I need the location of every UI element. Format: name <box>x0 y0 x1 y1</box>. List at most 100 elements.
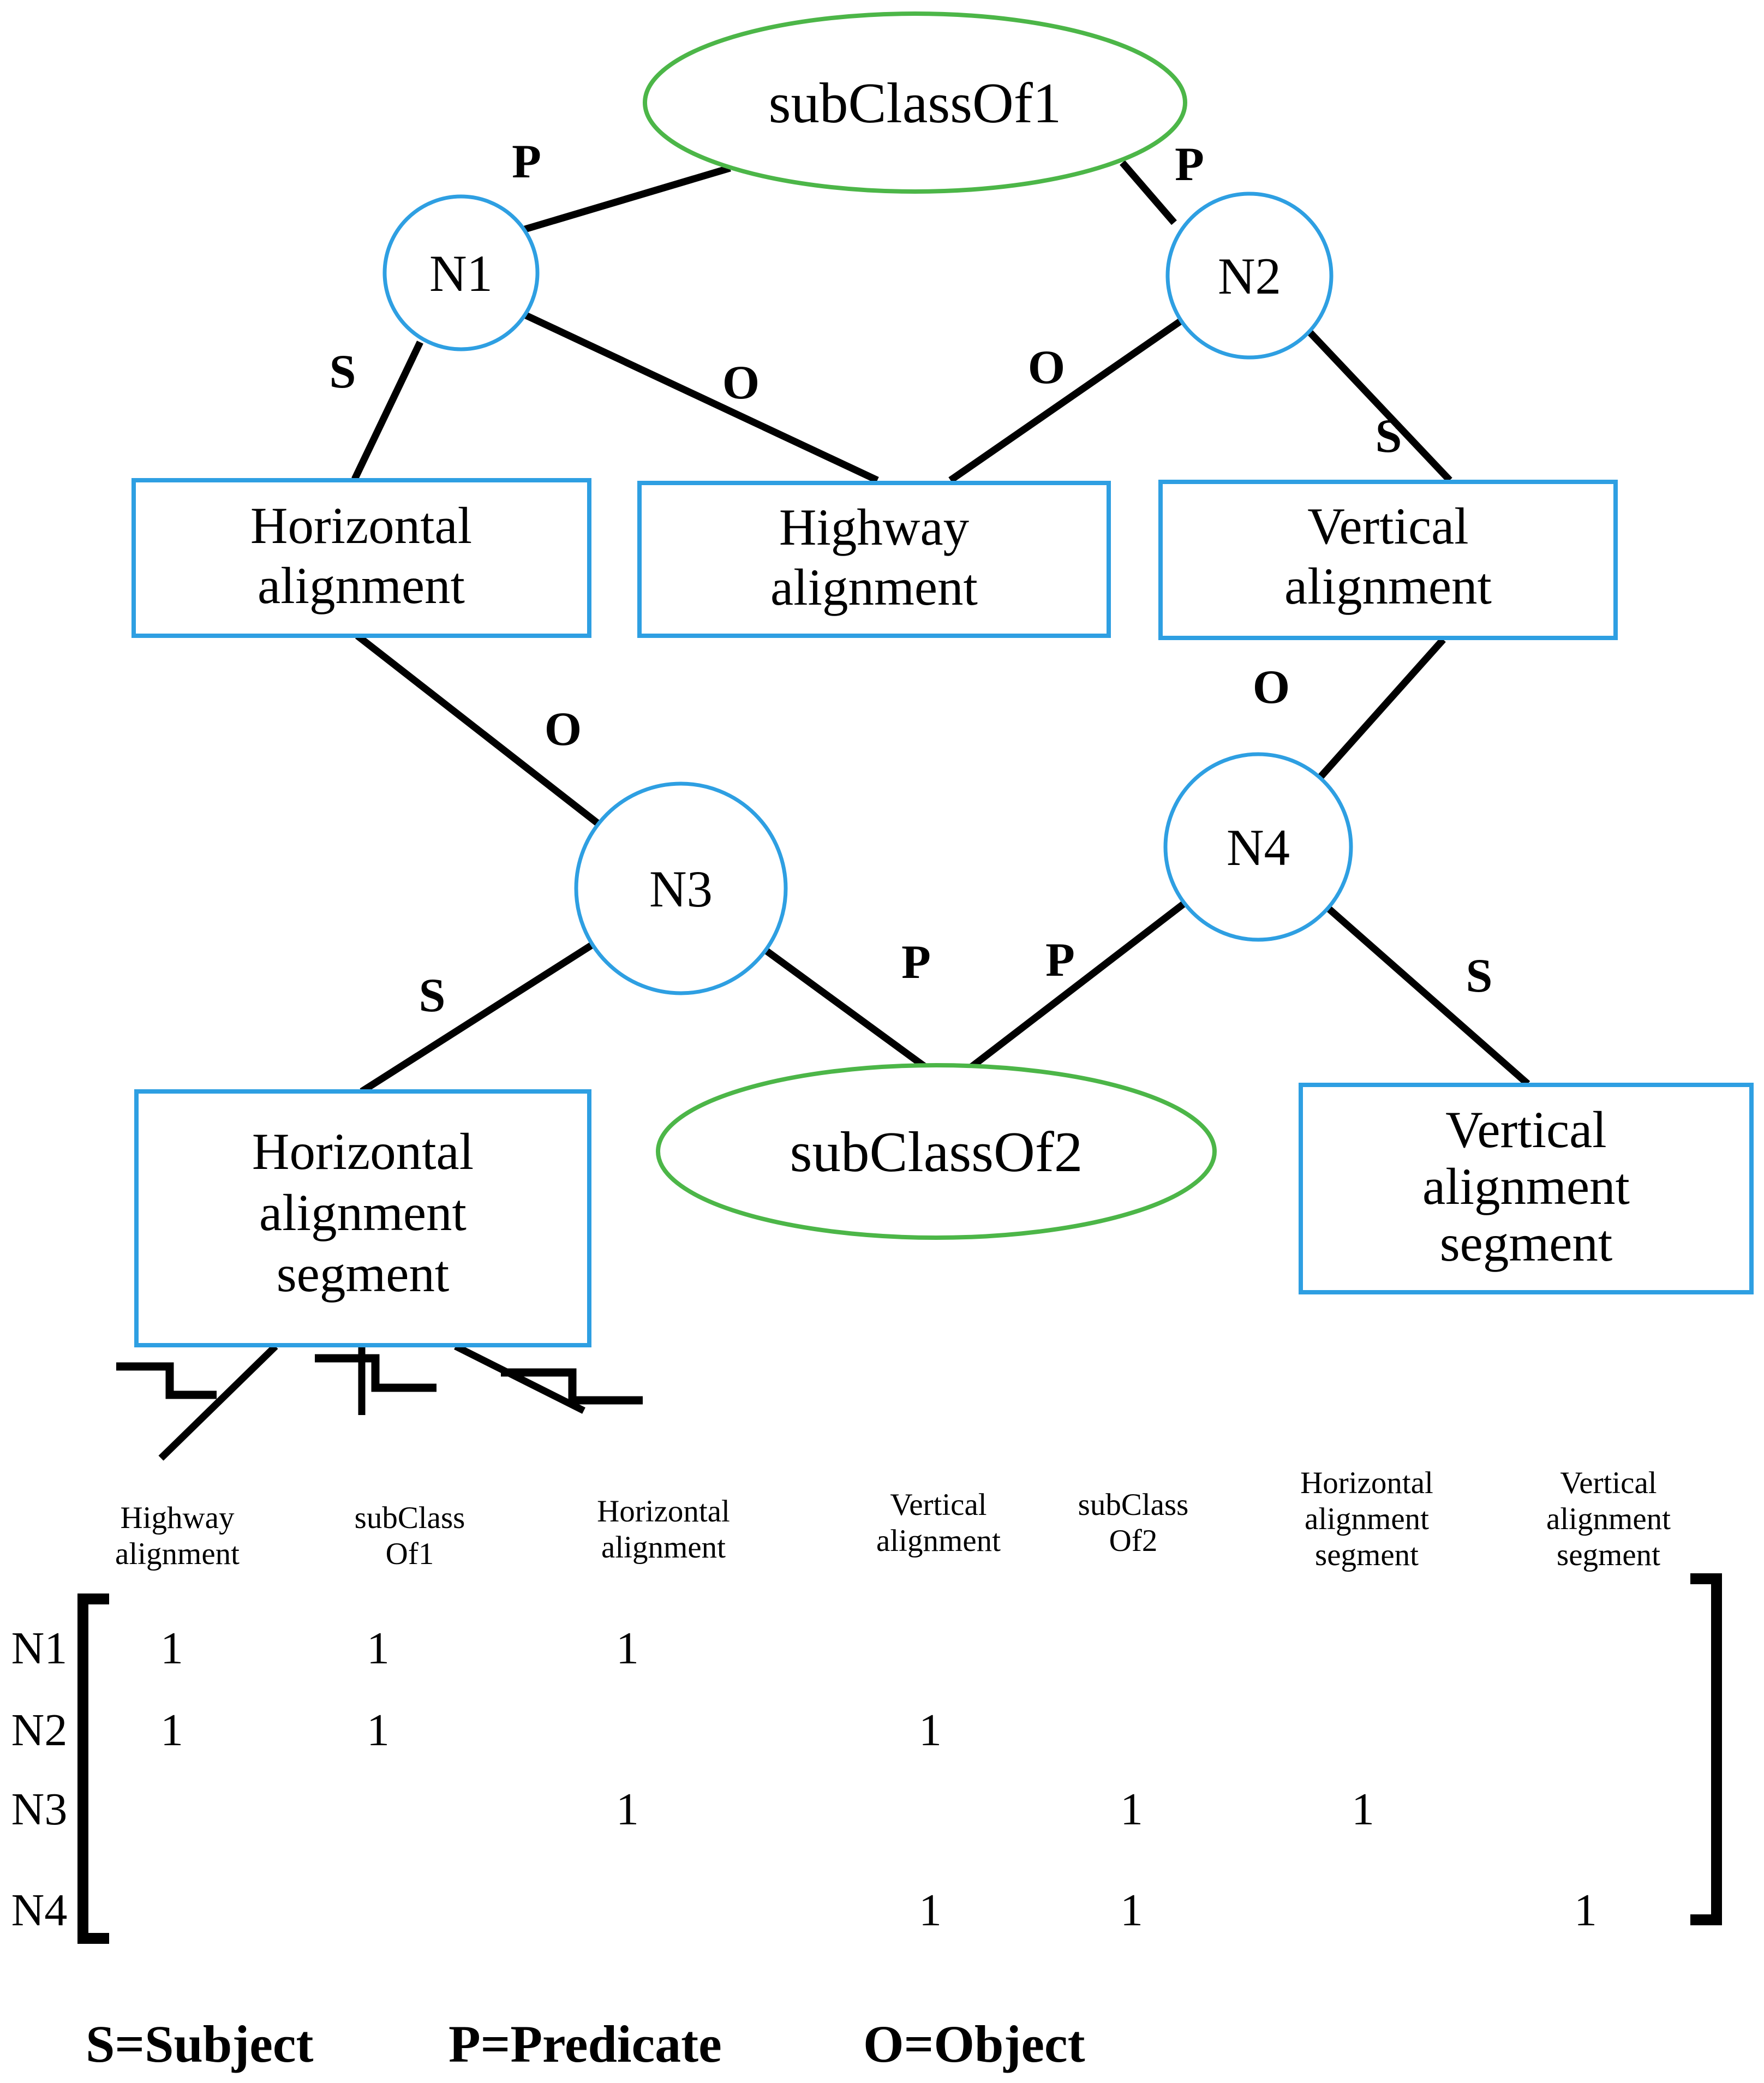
cell-n3-horizontal: 1 <box>616 1784 639 1835</box>
vertical-alignment-line2: alignment <box>1284 557 1492 615</box>
cell-n3-subclassof2: 1 <box>1120 1784 1143 1835</box>
edge-horizontal-alignment-n3 <box>355 632 600 827</box>
col2-line2: Of1 <box>386 1537 434 1571</box>
col4-line1: Vertical <box>890 1488 986 1522</box>
edge-n1-highway-alignment <box>523 312 879 484</box>
col7-line3: segment <box>1557 1538 1660 1572</box>
sketch-connector-left <box>158 1344 278 1461</box>
col7-line2: alignment <box>1546 1502 1671 1536</box>
s-label-n4: S <box>1466 950 1493 1002</box>
s-label-n1: S <box>330 345 356 398</box>
row-label-n1: N1 <box>11 1623 68 1674</box>
graph-edges <box>351 160 1530 1095</box>
col6-line2: alignment <box>1305 1502 1429 1536</box>
node-n1-circle <box>382 194 540 351</box>
legend-predicate: P=Predicate <box>449 2015 722 2073</box>
row-label-n4: N4 <box>11 1885 68 1936</box>
subclassof1-label: subClassOf1 <box>769 71 1062 135</box>
legend-object: O=Object <box>863 2015 1085 2073</box>
col7-line1: Vertical <box>1560 1466 1657 1500</box>
edge-n3-horizontal-alignment-segment <box>360 940 596 1095</box>
cell-n4-vertical: 1 <box>919 1885 942 1936</box>
subclassof2-ellipse <box>656 1063 1217 1240</box>
node-n1-label: N1 <box>429 244 493 302</box>
matrix-right-bracket <box>1690 1573 1722 1925</box>
o-label-n2: O <box>1028 341 1065 394</box>
p-label-n3: P <box>901 936 931 989</box>
highway-alignment-box <box>637 481 1111 638</box>
col3-line2: alignment <box>601 1530 726 1565</box>
edge-n1-horizontal-alignment <box>351 341 423 481</box>
col5-line1: subClass <box>1078 1488 1189 1522</box>
col2-line1: subClass <box>355 1501 465 1535</box>
cell-n4-vas-segment: 1 <box>1574 1885 1597 1936</box>
edge-n3-subclassof2 <box>760 944 928 1071</box>
vertical-alignment-segment-box <box>1299 1083 1754 1294</box>
cell-n1-subclassof1: 1 <box>367 1623 390 1674</box>
col1-line1: Highway <box>121 1501 235 1535</box>
horizontal-alignment-line1: Horizontal <box>250 497 472 554</box>
p-label-n1: P <box>512 135 541 188</box>
sketch-connector-right <box>454 1343 585 1414</box>
edge-n2-highway-alignment <box>948 314 1188 484</box>
node-n3-circle <box>574 781 788 995</box>
horizontal-alignment-line2: alignment <box>258 557 465 614</box>
cell-n4-subclassof2: 1 <box>1120 1885 1143 1936</box>
step-segment-sketch-3 <box>501 1368 643 1405</box>
edge-role-letters: P P S O O S O S P P O S <box>330 135 1493 1022</box>
subclassof1-ellipse <box>643 11 1187 194</box>
edge-n4-vertical-alignment-segment <box>1325 905 1530 1087</box>
node-n4-circle <box>1163 752 1353 942</box>
matrix-row-labels: N1 N2 N3 N4 <box>11 1623 68 1936</box>
vertical-alignment-line1: Vertical <box>1307 497 1468 555</box>
o-label-n1: O <box>722 356 760 409</box>
p-label-n2: P <box>1175 138 1204 191</box>
node-n2-circle <box>1165 192 1334 360</box>
cell-n3-has-segment: 1 <box>1352 1784 1374 1835</box>
edge-n1-subclassof1 <box>524 164 731 233</box>
edge-n2-vertical-alignment <box>1305 327 1452 483</box>
highway-alignment-line2: alignment <box>770 558 978 616</box>
edge-vertical-alignment-n4 <box>1317 637 1446 780</box>
legend-subject: S=Subject <box>86 2015 313 2073</box>
edge-subclassof1-n2 <box>1120 160 1177 225</box>
horizontal-alignment-box <box>131 478 591 638</box>
node-n4-label: N4 <box>1227 819 1290 876</box>
col4-line2: alignment <box>876 1524 1001 1558</box>
vertical-alignment-box <box>1158 480 1618 640</box>
o-label-n4: O <box>1253 661 1290 714</box>
vas-line1: Vertical <box>1445 1101 1606 1159</box>
matrix-left-bracket <box>77 1593 109 1944</box>
highway-alignment-line1: Highway <box>779 498 970 556</box>
vas-line2: alignment <box>1422 1157 1630 1215</box>
legend: S=Subject P=Predicate O=Object <box>86 2015 1085 2073</box>
matrix-cells: 1 1 1 1 1 1 1 1 1 1 1 1 <box>160 1623 1597 1936</box>
vas-line3: segment <box>1440 1214 1613 1272</box>
edge-n4-subclassof2 <box>968 900 1187 1071</box>
graph-nodes: N1 N2 N3 N4 <box>382 192 1353 995</box>
cell-n1-highway: 1 <box>160 1623 183 1674</box>
p-label-n4: P <box>1045 934 1075 987</box>
row-label-n3: N3 <box>11 1784 68 1835</box>
col5-line2: Of2 <box>1109 1524 1158 1558</box>
cell-n2-highway: 1 <box>160 1705 183 1756</box>
col6-line3: segment <box>1315 1538 1419 1572</box>
predicate-ellipses: subClassOf1 subClassOf2 <box>643 11 1217 1240</box>
step-segment-sketch-1 <box>116 1362 217 1399</box>
row-label-n2: N2 <box>11 1705 68 1756</box>
has-line2: alignment <box>259 1184 467 1242</box>
